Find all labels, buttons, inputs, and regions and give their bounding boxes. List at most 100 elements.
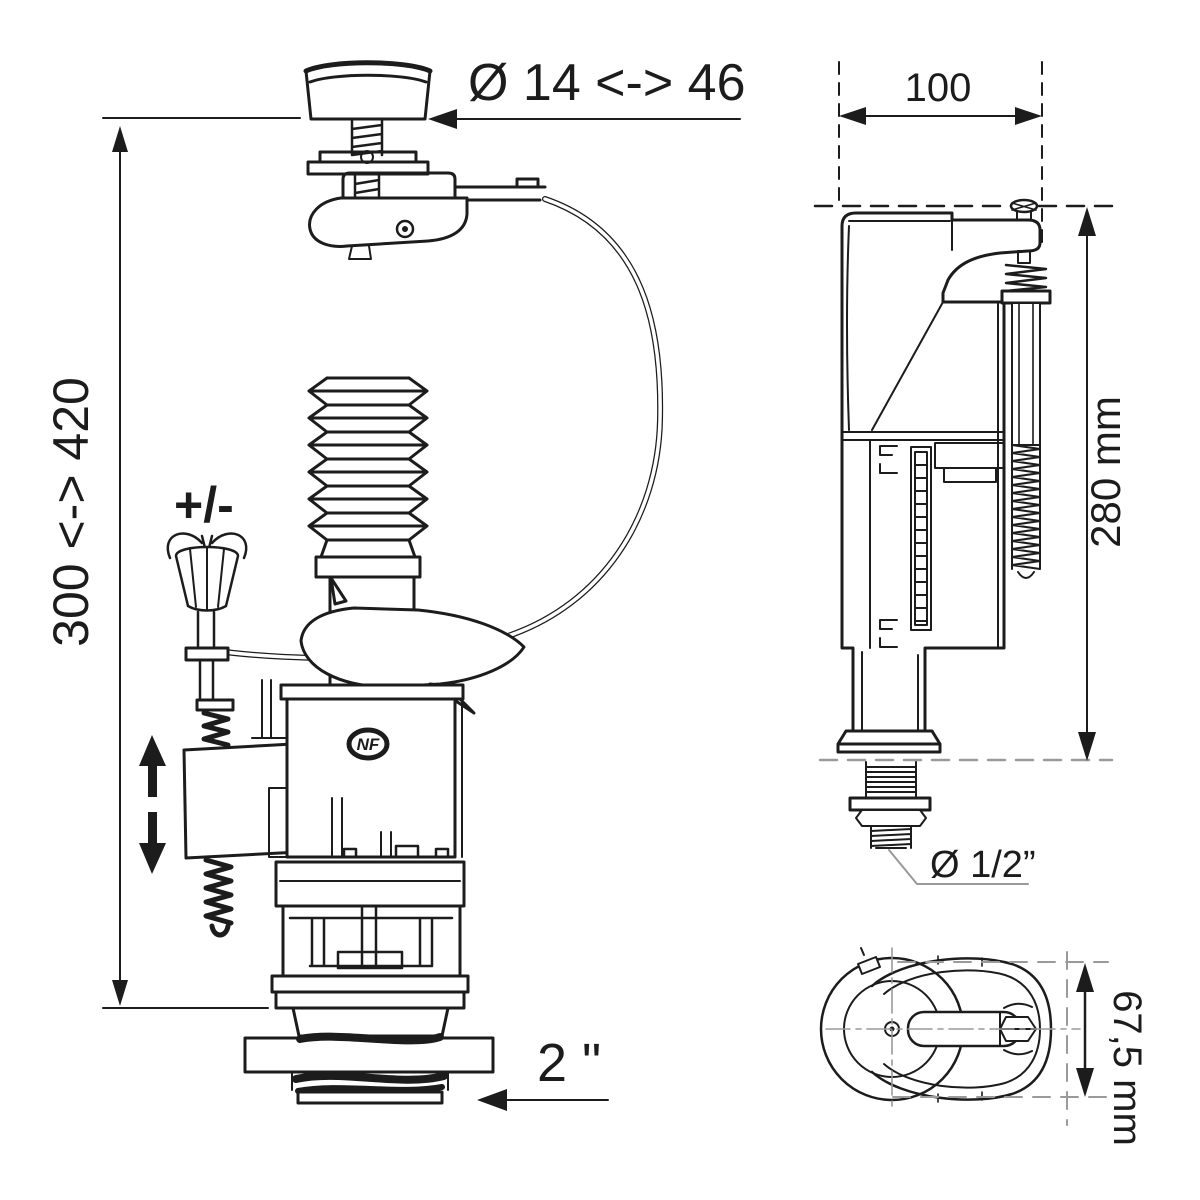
cam-arm-bar: [453, 177, 547, 202]
inlet-dimension: Ø 1/2”: [888, 844, 1036, 886]
button-diameter-dimension: Ø 14 <-> 46: [428, 54, 746, 129]
float-top-view: [819, 947, 1081, 1113]
body-inner-lines: [841, 219, 1005, 732]
center-dot: [889, 1026, 895, 1032]
rod-thread-upper: [201, 710, 231, 748]
float-up-arrow-icon: [139, 735, 166, 797]
spring-stem: [1017, 250, 1031, 264]
column-lines: [1018, 302, 1034, 446]
body-box: [285, 697, 457, 859]
body-clips: [879, 445, 898, 648]
nf-label: NF: [357, 735, 380, 754]
arrow-up-icon: [1078, 207, 1096, 236]
flush-valve-figure: 300 <-> 420 Ø 14 <-> 46: [43, 54, 746, 1111]
valve-body: NF: [243, 683, 495, 1074]
screw-stem: [1016, 211, 1032, 221]
cam-lobe: [308, 196, 469, 248]
float-height-label: 67,5 mm: [1105, 990, 1149, 1146]
lever-body: [299, 606, 526, 689]
button-thread-rod: [350, 117, 384, 157]
cam-tab: [348, 245, 372, 260]
button-diameter-label: Ø 14 <-> 46: [468, 54, 746, 112]
arrow-up-icon: [112, 126, 128, 152]
leader-line: [888, 849, 1029, 885]
float-down-arrow-icon: [139, 812, 166, 874]
lower-rod: [353, 172, 381, 200]
screw-slots: [1011, 202, 1037, 211]
rim-band: [274, 860, 466, 908]
cage-ribs: [288, 904, 454, 970]
thread-ridge-2: [295, 1084, 445, 1094]
fill-valve-figure: 100: [813, 61, 1129, 886]
inlet-thread: [818, 729, 1114, 849]
knob-collar: [184, 646, 230, 662]
height-label: 280 mm: [1082, 396, 1129, 548]
bellows: [307, 376, 429, 687]
knob-rod: [198, 658, 215, 702]
height-range-label: 300 <-> 420: [43, 377, 99, 647]
knob-stem: [196, 610, 216, 648]
spring-coils: [1004, 263, 1048, 293]
knob-flutes: [189, 546, 225, 611]
width-dimension: 100: [838, 61, 1043, 251]
outlet-ring: [296, 1090, 444, 1105]
extension-lines: [892, 951, 1109, 1126]
base-shoulder: [291, 1006, 450, 1038]
arrow-left-icon: [839, 107, 866, 125]
telescope-steps: [934, 442, 1005, 483]
cam-housing: [341, 171, 457, 200]
cap-tab: [857, 947, 881, 975]
outlet-dimension: 2 ": [477, 1033, 609, 1111]
inlet-label: Ø 1/2”: [930, 844, 1036, 886]
arrow-down-icon: [112, 980, 128, 1006]
float-rack: [910, 446, 932, 631]
plate-detail: [360, 150, 374, 164]
button-body: [304, 69, 432, 121]
arrow-left-icon: [477, 1089, 507, 1111]
adjustment-screw: [1000, 250, 1052, 579]
float-height-dimension: 67,5 mm: [892, 951, 1149, 1146]
push-button: [303, 60, 433, 200]
adjustment-knob: +/-: [166, 477, 248, 702]
rack-teeth: [914, 464, 928, 622]
hex-nut: [855, 809, 927, 827]
adjustment-label: +/-: [174, 477, 234, 533]
thread-upper: [865, 761, 917, 799]
arrow-right-icon: [1015, 107, 1042, 125]
crosshair-centerlines: [825, 947, 1081, 1113]
rack-strip: [910, 446, 932, 631]
thread-sides: [291, 1071, 449, 1091]
height-dimension: 300 <-> 420: [43, 117, 301, 1009]
fill-valve-body: [840, 198, 1052, 733]
outlet-thread: [291, 1071, 449, 1105]
rim-clips: [342, 844, 450, 859]
lever-spike: [329, 576, 348, 606]
extension-lines: [838, 61, 1043, 251]
nf-oval: [346, 727, 390, 761]
rod-thread-lower: [203, 857, 234, 938]
shank-flange: [836, 729, 942, 754]
bellows-folds: [307, 376, 429, 542]
bellows-collar: [314, 555, 422, 579]
thread-lower: [870, 825, 912, 849]
thread-ridge-1: [292, 1071, 448, 1084]
screw-column: [1011, 302, 1041, 446]
nf-certification-mark: NF: [346, 727, 390, 761]
button-cap-rim: [303, 60, 433, 74]
body-top-plate: [279, 683, 465, 701]
body-details: [268, 698, 463, 858]
spring-collar: [1000, 289, 1052, 305]
arrow-down-icon: [1076, 1068, 1094, 1097]
height-dimension-280: 280 mm: [1078, 207, 1129, 761]
base-rings: [270, 974, 470, 1010]
outlet-label: 2 ": [537, 1033, 601, 1093]
threaded-screw: [1011, 444, 1041, 579]
float-body: [182, 742, 304, 860]
base-flange: [243, 1036, 495, 1074]
cam-mechanism: [308, 171, 547, 260]
body-outline: [840, 211, 1042, 733]
arrow-up-icon: [1076, 963, 1094, 992]
extension-lines: [102, 117, 301, 1009]
arrow-down-icon: [1078, 732, 1096, 761]
